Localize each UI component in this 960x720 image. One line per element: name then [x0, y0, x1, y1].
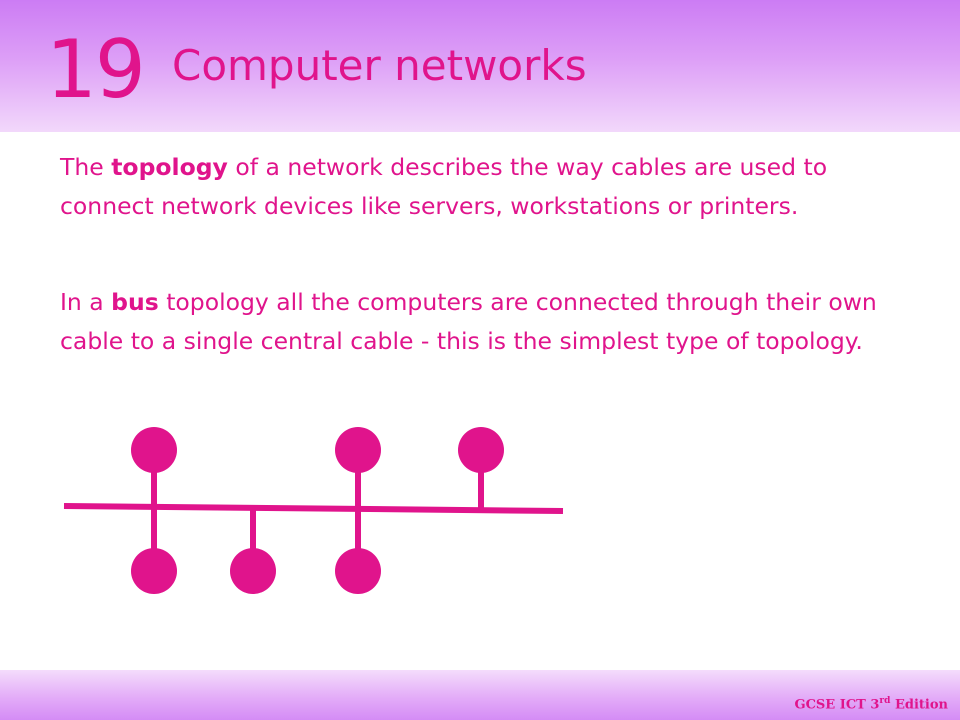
- paragraph-text: The: [60, 153, 112, 181]
- edition-text: Edition: [890, 697, 948, 712]
- footer-band: GCSE ICT 3rd Edition: [0, 670, 960, 720]
- bus-topology-paragraph: In a bus topology all the computers are …: [60, 283, 920, 361]
- topology-definition-paragraph: The topology of a network describes the …: [60, 148, 920, 226]
- edition-text: GCSE ICT 3: [794, 697, 880, 712]
- key-term-bus: bus: [111, 288, 159, 316]
- edition-ordinal: rd: [879, 695, 891, 706]
- edition-label: GCSE ICT 3rd Edition: [794, 696, 948, 712]
- paragraph-text: of a network describes the way cables ar…: [60, 153, 828, 220]
- chapter-number: 19: [46, 23, 146, 116]
- key-term-topology: topology: [111, 153, 228, 181]
- computer-node: [131, 427, 177, 473]
- header-band: 19 Computer networks: [0, 0, 960, 132]
- paragraph-text: topology all the computers are connected…: [60, 288, 877, 355]
- central-bus-cable: [63, 503, 564, 514]
- paragraph-text: In a: [60, 288, 112, 316]
- computer-node: [458, 427, 504, 473]
- computer-node: [335, 427, 381, 473]
- computer-node: [230, 548, 276, 594]
- bus-topology-diagram: [63, 427, 564, 594]
- computer-node: [131, 548, 177, 594]
- chapter-title: Computer networks: [172, 41, 587, 90]
- computer-node: [335, 548, 381, 594]
